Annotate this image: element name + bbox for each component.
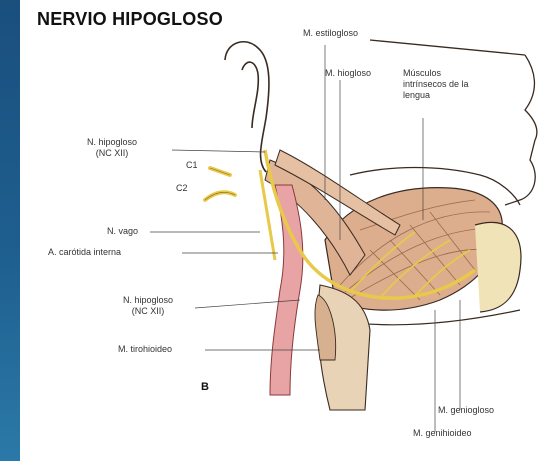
label-hiogloso: M. hiogloso bbox=[325, 68, 371, 79]
label-carotida: A. carótida interna bbox=[48, 247, 121, 258]
label-intrinsecos-line2: intrínsecos de la bbox=[403, 79, 469, 90]
label-intrinsecos-line3: lengua bbox=[403, 90, 469, 101]
ear-outline bbox=[225, 42, 269, 172]
label-intrinsecos: Músculos intrínsecos de la lengua bbox=[403, 68, 469, 101]
label-hipogloso-top-line1: N. hipogloso bbox=[87, 137, 137, 148]
label-vago: N. vago bbox=[107, 226, 138, 237]
label-c2: C2 bbox=[176, 183, 188, 194]
label-hipogloso-bottom-line2: (NC XII) bbox=[123, 306, 173, 317]
figure-title: NERVIO HIPOGLOSO bbox=[37, 9, 223, 30]
internal-carotid-artery bbox=[270, 185, 303, 395]
label-hipogloso-bottom: N. hipogloso (NC XII) bbox=[123, 295, 173, 317]
figure-letter: B bbox=[201, 381, 209, 393]
label-genihioideo: M. genihioideo bbox=[413, 428, 472, 439]
c1-c2-roots bbox=[205, 168, 235, 200]
label-hipogloso-bottom-line1: N. hipogloso bbox=[123, 295, 173, 306]
label-geniogloso: M. geniogloso bbox=[438, 405, 494, 416]
label-tirohioideo: M. tirohioideo bbox=[118, 344, 172, 355]
label-estilogloso: M. estilogloso bbox=[303, 28, 358, 39]
face-outline bbox=[370, 40, 537, 205]
label-c1: C1 bbox=[186, 160, 198, 171]
figure-plate: NERVIO HIPOGLOSO M. estilogloso M. hiogl… bbox=[20, 0, 543, 461]
label-intrinsecos-line1: Músculos bbox=[403, 68, 469, 79]
label-hipogloso-top: N. hipogloso (NC XII) bbox=[87, 137, 137, 159]
label-hipogloso-top-line2: (NC XII) bbox=[87, 148, 137, 159]
mandible-chin bbox=[475, 222, 521, 312]
